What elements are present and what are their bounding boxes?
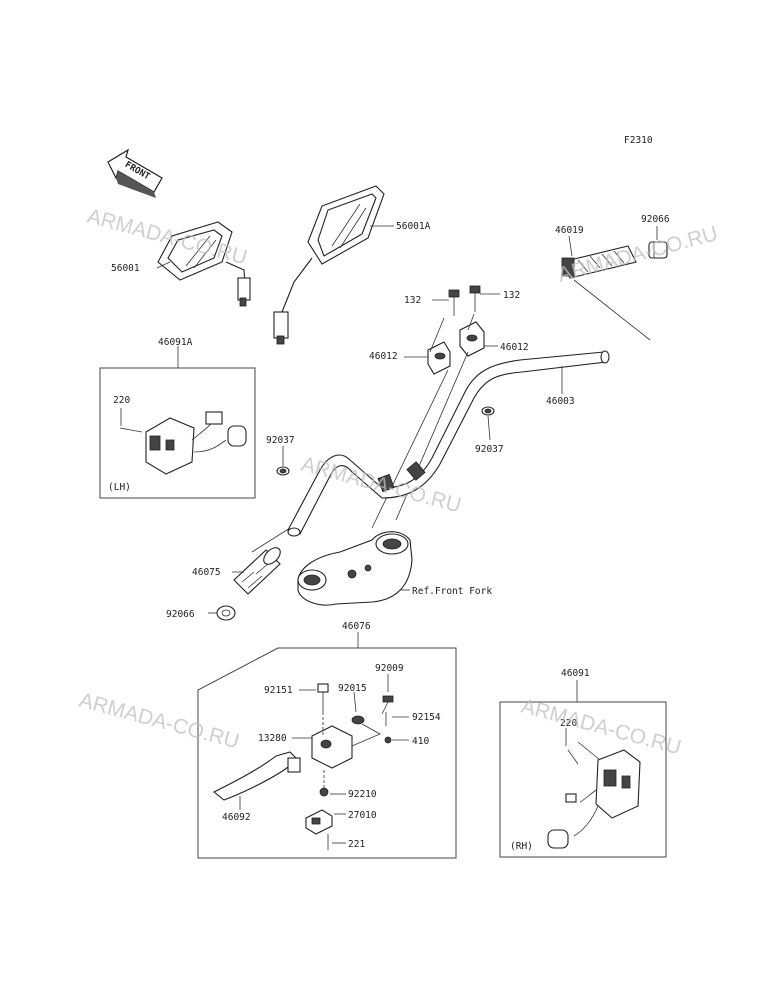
label-92066-bottom: 92066 xyxy=(166,609,195,620)
leader xyxy=(487,415,491,441)
label-132-left: 132 xyxy=(404,295,421,306)
exploded-line xyxy=(573,279,651,341)
lever-assembly-box xyxy=(197,647,457,859)
part-410 xyxy=(384,736,392,744)
label-13280: 13280 xyxy=(258,733,287,744)
left-mirror xyxy=(157,221,251,307)
label-46012-right: 46012 xyxy=(500,342,529,353)
exploded-line xyxy=(429,317,445,353)
label-221: 221 xyxy=(348,839,365,850)
upper-fork-bracket xyxy=(297,531,413,606)
grip-end-cap xyxy=(648,241,668,259)
rh-switch xyxy=(547,741,641,849)
label-220-rh: 220 xyxy=(560,718,577,729)
label-46092: 46092 xyxy=(222,812,251,823)
label-ref-front-fork: Ref.Front Fork xyxy=(412,586,492,597)
bolt-132-right xyxy=(469,285,481,312)
screw-220-rh xyxy=(567,749,579,765)
nut-92015 xyxy=(351,715,365,725)
label-46075: 46075 xyxy=(192,567,221,578)
label-92210: 92210 xyxy=(348,789,377,800)
leader xyxy=(156,261,171,269)
label-132-right: 132 xyxy=(503,290,520,301)
lh-switch-box xyxy=(99,367,256,499)
label-92066-top: 92066 xyxy=(641,214,670,225)
nut-92210 xyxy=(319,770,329,797)
right-grip xyxy=(561,245,637,279)
label-92154: 92154 xyxy=(412,712,441,723)
label-46019: 46019 xyxy=(555,225,584,236)
label-56001A: 56001A xyxy=(396,221,431,232)
label-410: 410 xyxy=(412,736,429,747)
label-92015: 92015 xyxy=(338,683,367,694)
holder-46012-right xyxy=(459,321,485,357)
handlebar xyxy=(287,350,610,537)
clutch-switch-27010 xyxy=(305,809,333,835)
lh-switch xyxy=(145,411,247,475)
clutch-lever xyxy=(212,751,301,801)
label-92037-left: 92037 xyxy=(266,435,295,446)
leader xyxy=(353,691,357,713)
label-56001: 56001 xyxy=(111,263,140,274)
label-46091A: 46091A xyxy=(158,337,193,348)
exploded-line xyxy=(251,527,291,553)
label-92151: 92151 xyxy=(264,685,293,696)
clamp-92037-left xyxy=(276,466,290,476)
label-46012-left: 46012 xyxy=(369,351,398,362)
front-arrow-icon: FRONT xyxy=(107,148,163,198)
rh-switch-box xyxy=(499,701,667,858)
label-92037-right: 92037 xyxy=(475,444,504,455)
bolt-132-left xyxy=(448,289,460,316)
label-46076: 46076 xyxy=(342,621,371,632)
label-46091: 46091 xyxy=(561,668,590,679)
right-mirror xyxy=(273,185,385,345)
label-46003: 46003 xyxy=(546,396,575,407)
leader xyxy=(568,235,573,257)
label-27010: 27010 xyxy=(348,810,377,821)
exploded-line xyxy=(467,313,475,331)
holder-46012-left xyxy=(427,341,451,375)
left-grip xyxy=(233,547,281,595)
exploded-line xyxy=(351,723,381,747)
clamp-92037-right xyxy=(481,406,495,416)
lh-marker: (LH) xyxy=(108,482,131,493)
grip-end-cap-left xyxy=(216,605,236,621)
rh-marker: (RH) xyxy=(510,841,533,852)
figure-code: F2310 xyxy=(624,135,653,146)
watermark: ARMADA-CO.RU xyxy=(77,689,242,754)
label-92009: 92009 xyxy=(375,663,404,674)
bolt-92151 xyxy=(317,683,329,712)
watermark: ARMADA-CO.RU xyxy=(519,695,684,760)
label-220-lh: 220 xyxy=(113,395,130,406)
lever-holder xyxy=(311,712,353,769)
screw-220-lh xyxy=(119,427,143,433)
exploded-line xyxy=(371,369,449,529)
bolt-92009 xyxy=(381,695,394,715)
